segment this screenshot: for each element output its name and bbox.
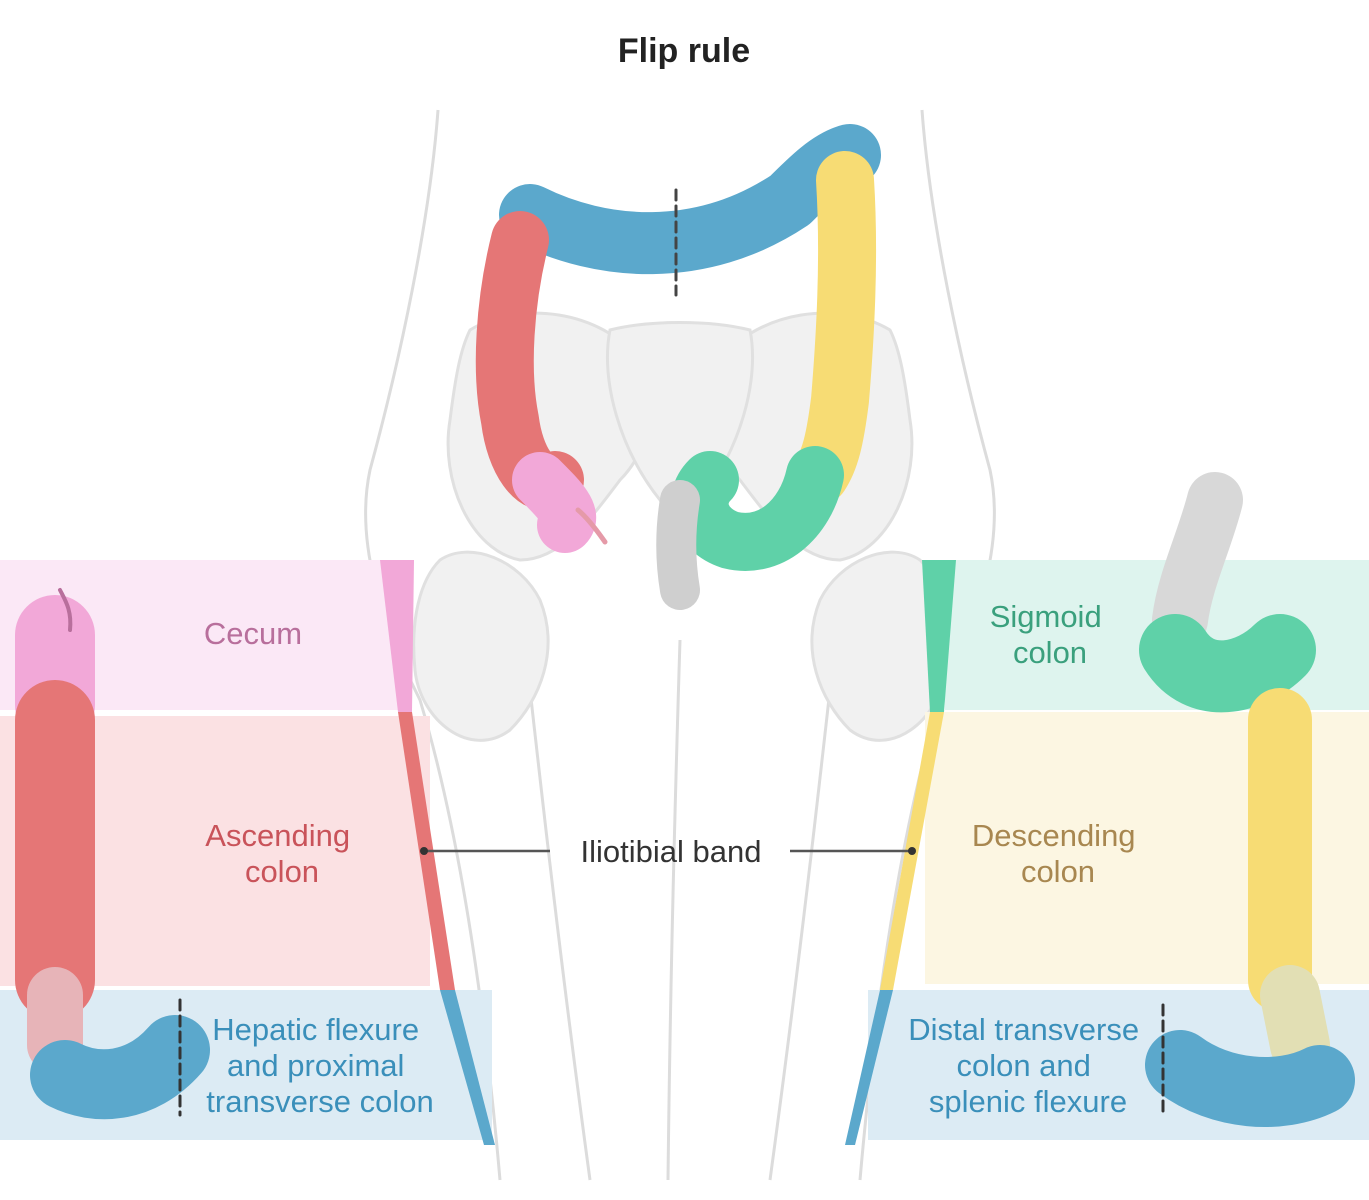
right-unrolled-colon — [1139, 472, 1355, 1127]
ascending-colon-label: Ascending colon — [205, 818, 358, 889]
cecum — [512, 452, 596, 553]
sigmoid-colon-label: Sigmoid colon — [990, 599, 1111, 670]
cecum-label: Cecum — [204, 616, 302, 651]
left-pointer-dot — [420, 847, 428, 855]
descending-colon-label: Descending colon — [972, 818, 1144, 889]
transverse-colon — [499, 124, 881, 275]
left-unrolled-colon — [15, 588, 210, 1120]
appendix — [575, 507, 608, 545]
rectum — [656, 480, 700, 610]
distal-transverse-label: Distal transverse colon and splenic flex… — [908, 1012, 1147, 1119]
right-pointer-dot — [908, 847, 916, 855]
diagram-title: Flip rule — [618, 32, 750, 70]
hepatic-flexure-label: Hepatic flexure and proximal transverse … — [206, 1012, 433, 1119]
descending-colon — [791, 151, 877, 504]
colon-main — [475, 124, 881, 610]
iliotibial-band-label: Iliotibial band — [581, 834, 762, 869]
